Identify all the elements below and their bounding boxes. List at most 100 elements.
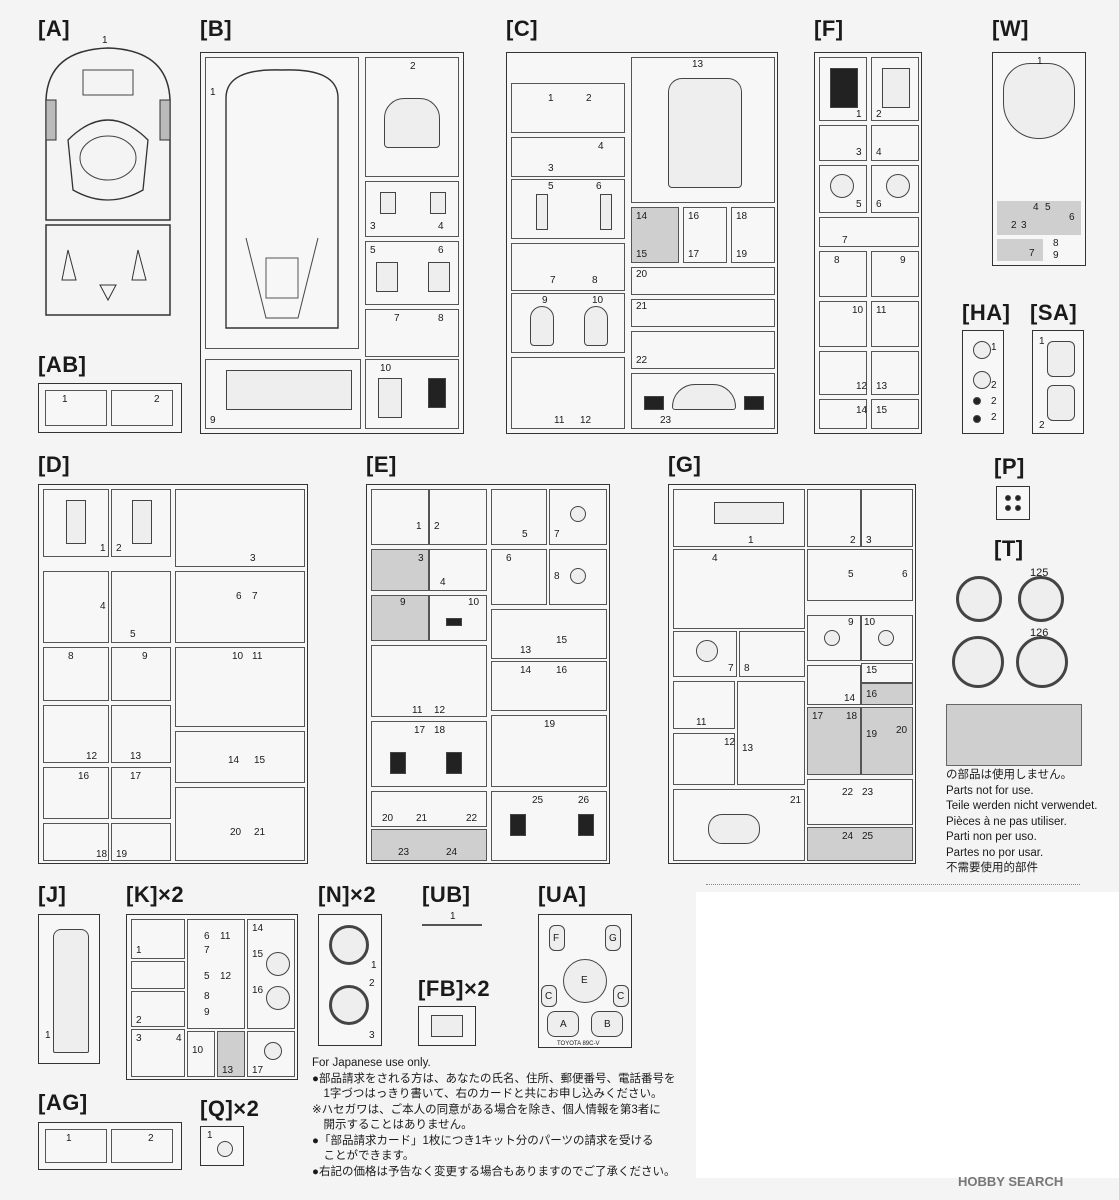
sprue-e-cell-8: 8 (549, 549, 607, 605)
part-number: 14 (252, 923, 264, 934)
unused-parts-legend: の部品は使用しません。 Parts not for use. Teile wer… (946, 768, 1098, 877)
part-number: 11 (412, 705, 423, 716)
part-number: 20 (230, 827, 242, 838)
part-number: 5 (548, 181, 554, 192)
part-number: 24 (842, 831, 854, 842)
sprue-k-cell-blank (131, 961, 185, 989)
sprue-e-cell-9: 9 (371, 595, 429, 641)
part-number: 13 (222, 1065, 234, 1076)
sprue-g-frame: 1 2 3 4 5 6 7 8 9 10 11 12 13 14 15 (668, 484, 916, 864)
sprue-p-label: [P] (994, 454, 1025, 479)
part-number: 14 (844, 693, 856, 704)
part-number: 10 (852, 305, 864, 316)
part-shape (446, 618, 462, 626)
part-number: 1 (100, 543, 106, 554)
sprue-c-cell-9-10: 9 10 (511, 293, 625, 353)
sprue-g-cell-4: 4 (673, 549, 805, 629)
sprue-e-cell-19: 19 (491, 715, 607, 787)
windshield-part (1003, 63, 1075, 139)
part-number: 12 (434, 705, 446, 716)
sprue-e-cell-5: 5 (491, 489, 547, 545)
part-number: 1 (45, 1030, 51, 1041)
part-shape (384, 98, 440, 148)
part-shape (428, 262, 450, 292)
part-number: 3 (370, 221, 376, 232)
sprue-q-frame: 1 (200, 1126, 244, 1166)
notes-line: ※ハセガワは、ご本人の同意がある場合を除き、個人情報を第3者に (312, 1103, 661, 1116)
japanese-notes: For Japanese use only. ●部品請求をされる方は、あなたの氏… (312, 1056, 675, 1180)
sprue-k-cell-13: 13 (217, 1031, 245, 1077)
part-number: 6 (506, 553, 512, 564)
sprue-g-cell-15: 15 (861, 663, 913, 683)
part-number: 22 (842, 787, 854, 798)
sprue-d-cell-8: 8 (43, 647, 109, 701)
part-number: 5 (370, 245, 376, 256)
sprue-c-cell-7-8: 7 8 (511, 243, 625, 291)
part-number: 16 (866, 689, 878, 700)
part-number: 1 (416, 521, 422, 532)
sprue-e-cell-20-22: 20 21 22 (371, 791, 487, 827)
part-shape (217, 1141, 233, 1157)
panel-letter: C (617, 991, 625, 1002)
part-number: 3 (136, 1033, 142, 1044)
sprue-e-cell-17-18: 17 18 (371, 721, 487, 787)
panel-part: C (541, 985, 557, 1007)
part-number: 7 (728, 663, 734, 674)
part-number: 9 (400, 597, 406, 608)
part-number: 12 (724, 737, 736, 748)
part-number: 7 (842, 235, 848, 246)
sprue-e-cell-1: 1 (371, 489, 429, 545)
sprue-g-cell-9: 9 (807, 615, 861, 661)
sprue-f-cell-8: 8 (819, 251, 867, 297)
sprue-f-cell-11: 11 (871, 301, 919, 347)
sprue-j-frame: 1 (38, 914, 100, 1064)
part-number: 15 (636, 249, 648, 260)
part-number: 12 (86, 751, 98, 762)
sprue-d-cell-16: 16 (43, 767, 109, 819)
sprue-n-frame: 1 2 3 (318, 914, 382, 1046)
notes-line: 開示することはありません。 (312, 1119, 473, 1131)
sprue-ag-frame: 1 2 (38, 1122, 182, 1170)
sprue-d-cell-14-15: 14 15 (175, 731, 305, 783)
sprue-fb-frame (418, 1006, 476, 1046)
part-number: 8 (68, 651, 74, 662)
part-number: 11 (696, 717, 707, 728)
part-number: 17 (812, 711, 824, 722)
part-shape (830, 174, 854, 198)
part-number: 3 (369, 1030, 375, 1041)
sprue-g-label: [G] (668, 452, 702, 477)
part-shape (428, 378, 446, 408)
sprue-sa-frame: 1 2 (1032, 330, 1084, 434)
part-number: 20 (636, 269, 648, 280)
sprue-f-frame: 1 2 3 4 5 6 7 8 9 10 11 12 13 14 15 (814, 52, 922, 434)
sprue-f-cell-12: 12 (819, 351, 867, 395)
sprue-f-cell-5: 5 (819, 165, 867, 213)
part-number: 8 (1053, 238, 1059, 249)
sprue-e-cell-13-15: 13 15 (491, 609, 607, 659)
sprue-f-label: [F] (814, 16, 844, 41)
sprue-c-cell-18-19: 18 19 (731, 207, 775, 263)
part-number: 6 (438, 245, 444, 256)
part-number: 23 (660, 415, 672, 426)
part-number: 15 (254, 755, 266, 766)
sprue-d-cell-10-11: 10 11 (175, 647, 305, 727)
part-number: 15 (866, 665, 878, 676)
sprue-g-cell-17-18: 17 18 (807, 707, 861, 775)
part-number: 2 (369, 978, 375, 989)
part-number: 2 (991, 412, 997, 423)
sprue-d-cell-20-21: 20 21 (175, 787, 305, 861)
part-number: 8 (438, 313, 444, 324)
part-number: 4 (876, 147, 882, 158)
sprue-c-cell-20: 20 (631, 267, 775, 295)
part-number: 1 (210, 87, 216, 98)
part-shape (510, 814, 526, 836)
part-number: 18 (736, 211, 748, 222)
part-number: 12 (220, 971, 232, 982)
part-number: 4 (712, 553, 718, 564)
sprue-k-cell-5-9: 6 7 5 8 9 11 12 (187, 919, 245, 1029)
tire-part (1016, 636, 1068, 688)
part-number: 21 (636, 301, 648, 312)
sprue-g-cell-7: 7 (673, 631, 737, 677)
part-number: 21 (790, 795, 802, 806)
part-number: 1 (450, 911, 456, 922)
